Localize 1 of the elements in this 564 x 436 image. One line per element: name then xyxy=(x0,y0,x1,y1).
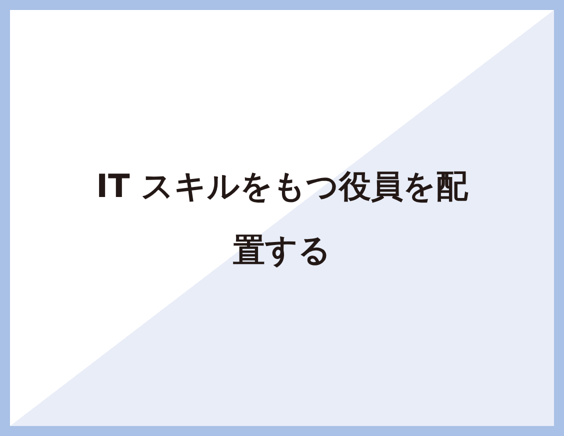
card-text: IT スキルをもつ役員を配置する xyxy=(95,166,470,271)
